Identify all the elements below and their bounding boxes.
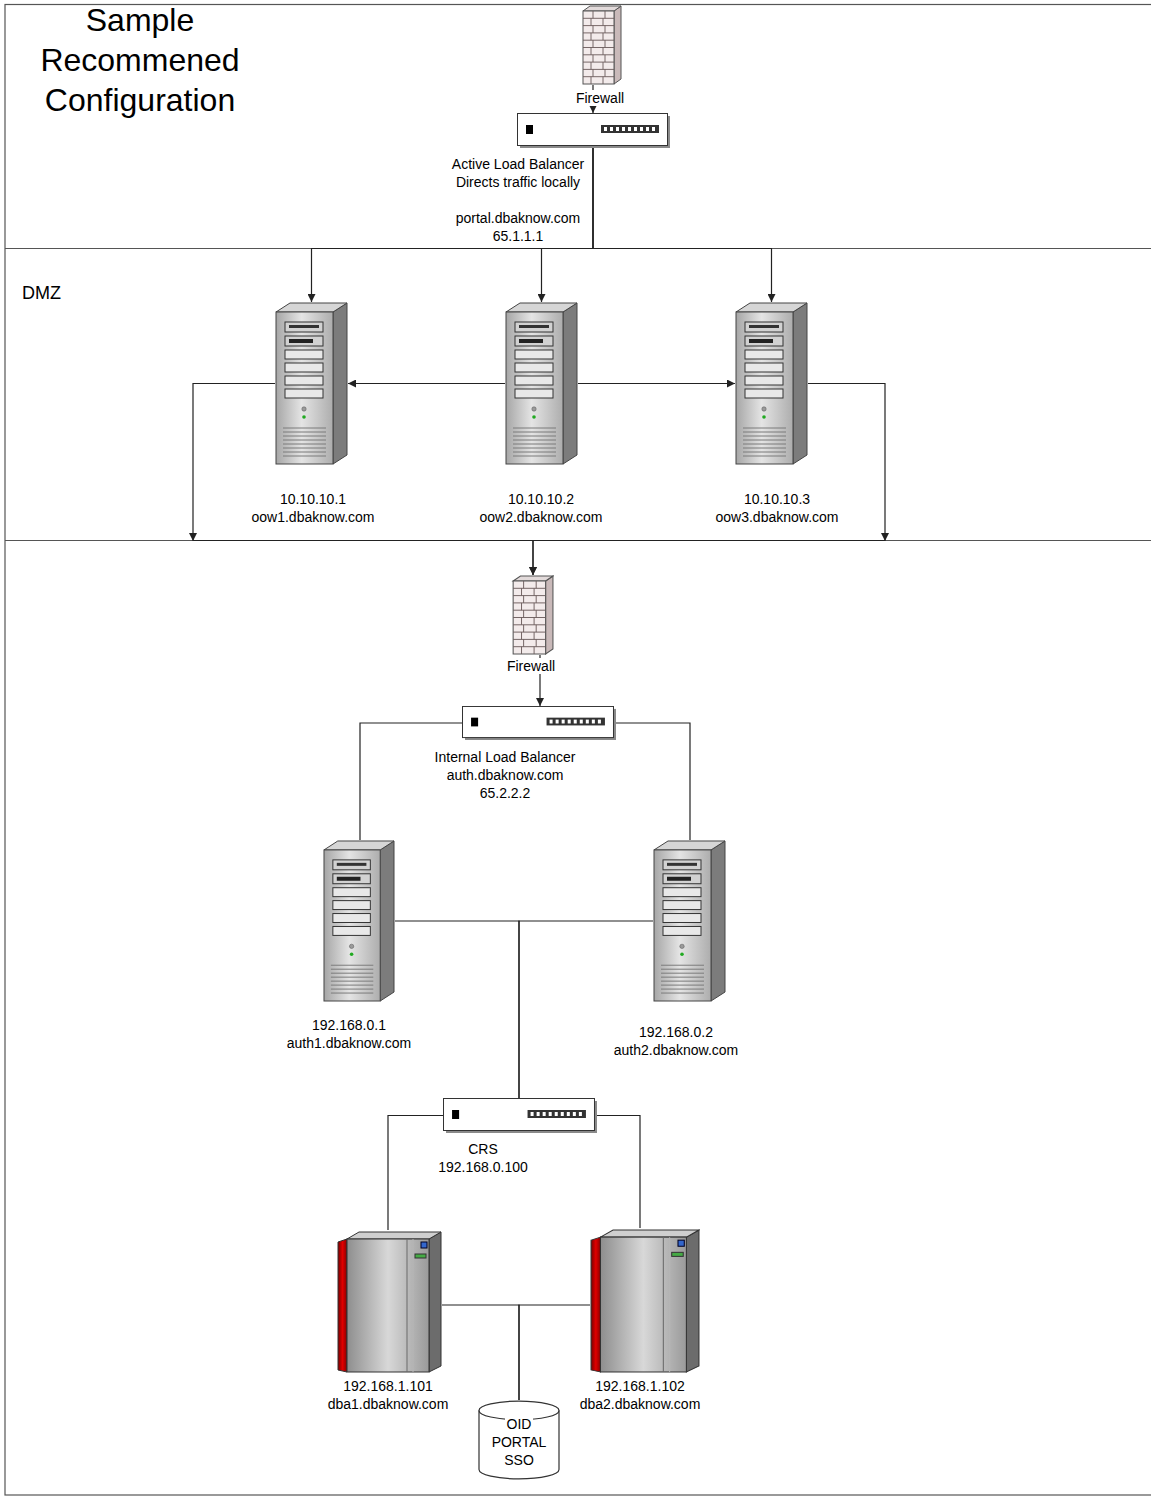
server-tower — [735, 302, 808, 465]
node-label: 192.168.0.2 auth2.dbaknow.com — [591, 1023, 761, 1059]
label-text: DMZ — [20, 283, 63, 303]
mainframe-server — [337, 1230, 442, 1373]
server-tower — [275, 302, 348, 465]
node-label: Active Load Balancer Directs traffic loc… — [438, 155, 598, 191]
firewall-icon — [580, 5, 622, 85]
firewall-icon — [510, 575, 554, 655]
connector — [312, 148, 594, 302]
node-label: 10.10.10.1 oow1.dbaknow.com — [228, 490, 398, 526]
label-text: 192.168.1.101 dba1.dbaknow.com — [326, 1378, 451, 1412]
node-label: Firewall — [555, 89, 645, 107]
label-text: 192.168.0.2 auth2.dbaknow.com — [612, 1024, 741, 1058]
label-text: 192.168.1.102 dba2.dbaknow.com — [578, 1378, 703, 1412]
connector — [395, 921, 519, 1098]
load-balancer: Internal Load Balancer auth.dbaknow.com … — [462, 706, 616, 740]
label-text: OID PORTAL SSO — [490, 1416, 549, 1468]
node-label: CRS 192.168.0.100 — [433, 1140, 533, 1176]
server-tower — [653, 840, 726, 1002]
node-label: 192.168.0.1 auth1.dbaknow.com — [264, 1016, 434, 1052]
outer-frame — [5, 5, 1151, 1496]
database: OID PORTAL SSO — [478, 1400, 560, 1481]
auth-server: 192.168.0.1 auth1.dbaknow.com — [323, 840, 395, 1002]
web-server: 10.10.10.2 oow2.dbaknow.com — [505, 302, 578, 465]
dmz-band: DMZ 10.10.10.1 oow1.dbaknow.com 10.10.10.2… — [5, 249, 1151, 540]
node-label: 192.168.1.101 dba1.dbaknow.com — [303, 1377, 473, 1413]
label-text: Firewall — [574, 90, 626, 106]
connector — [442, 1305, 519, 1400]
connector — [597, 1116, 640, 1229]
connector — [519, 1305, 590, 1400]
diagram-title: Sample Recommened Configuration — [22, 0, 258, 120]
label-text: 192.168.0.1 auth1.dbaknow.com — [285, 1017, 414, 1051]
label-text: 10.10.10.1 oow1.dbaknow.com — [250, 491, 377, 525]
node-label: 10.10.10.3 oow3.dbaknow.com — [692, 490, 862, 526]
label-text: 10.10.10.2 oow2.dbaknow.com — [478, 491, 605, 525]
cluster-switch: CRS 192.168.0.100 — [443, 1098, 597, 1133]
connector — [616, 723, 690, 840]
connector — [578, 383, 735, 384]
firewall: Firewall — [510, 575, 554, 655]
label-text: CRS 192.168.0.100 — [436, 1141, 530, 1175]
web-server: 10.10.10.1 oow1.dbaknow.com — [275, 302, 348, 465]
web-server: 10.10.10.3 oow3.dbaknow.com — [735, 302, 808, 465]
database-server: 192.168.1.102 dba2.dbaknow.com — [590, 1228, 700, 1373]
load-balancer-device — [443, 1098, 597, 1133]
title-text: Sample Recommened Configuration — [40, 2, 239, 118]
label-text: portal.dbaknow.com 65.1.1.1 — [454, 210, 583, 244]
auth-server: 192.168.0.2 auth2.dbaknow.com — [653, 840, 726, 1002]
label-text: Active Load Balancer Directs traffic loc… — [450, 156, 586, 190]
node-label: Internal Load Balancer auth.dbaknow.com … — [430, 748, 580, 802]
node-label: portal.dbaknow.com 65.1.1.1 — [438, 209, 598, 245]
node-label: Firewall — [486, 657, 576, 675]
mainframe-server — [590, 1228, 700, 1373]
load-balancer-device — [462, 706, 616, 740]
connector — [388, 1116, 443, 1231]
connector — [519, 921, 653, 1098]
server-tower — [505, 302, 578, 465]
node-label: DMZ — [20, 282, 63, 304]
database-server: 192.168.1.101 dba1.dbaknow.com — [337, 1230, 442, 1373]
connector — [533, 384, 885, 576]
connector — [348, 383, 505, 384]
connector — [193, 384, 533, 576]
load-balancer-device — [517, 113, 670, 148]
node-label: 192.168.1.102 dba2.dbaknow.com — [555, 1377, 725, 1413]
load-balancer: Active Load Balancer Directs traffic loc… — [517, 113, 670, 148]
label-text: 10.10.10.3 oow3.dbaknow.com — [714, 491, 841, 525]
label-text: Internal Load Balancer auth.dbaknow.com … — [433, 749, 578, 801]
node-label: OID PORTAL SSO — [487, 1415, 551, 1469]
node-label: 10.10.10.2 oow2.dbaknow.com — [456, 490, 626, 526]
connector — [593, 148, 772, 302]
label-text: Firewall — [505, 658, 557, 674]
firewall: Firewall — [580, 5, 622, 85]
server-tower — [323, 840, 395, 1002]
